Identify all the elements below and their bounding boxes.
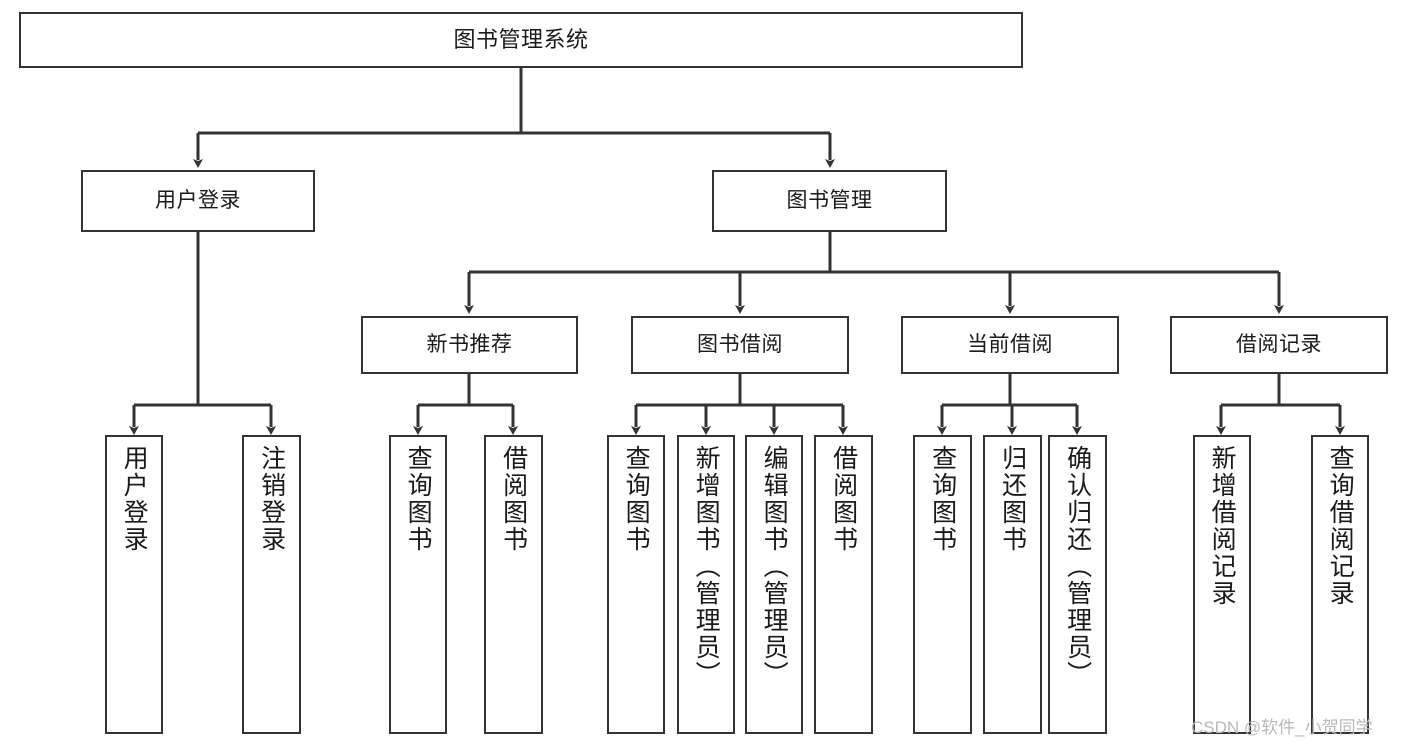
leaf-borrow-borrow-book[interactable]: 借阅图书 [814,435,873,734]
node-borrow-record[interactable]: 借阅记录 [1170,316,1388,374]
node-label: 查询图书 [928,445,957,553]
leaf-current-return-book[interactable]: 归还图书 [983,435,1042,734]
node-current-borrow[interactable]: 当前借阅 [901,316,1119,374]
leaf-user-login-login[interactable]: 用户登录 [105,435,163,734]
node-label: 新增借阅记录 [1208,445,1237,607]
leaf-borrow-edit-book-admin[interactable]: 编辑图书（管理员） [745,435,803,734]
node-new-book-recommend[interactable]: 新书推荐 [361,316,578,374]
node-label: 用户登录 [120,445,149,553]
node-label: 查询图书 [404,445,433,553]
node-label: 注销登录 [257,445,286,553]
leaf-current-query-book[interactable]: 查询图书 [913,435,972,734]
node-label: 借阅图书 [829,445,858,553]
node-label: 用户登录 [155,188,241,212]
node-label: 新增图书（管理员） [692,445,721,688]
node-book-borrow[interactable]: 图书借阅 [631,316,849,374]
node-label: 借阅图书 [499,445,528,553]
watermark-text: CSDN @软件_小贺同学 [1191,718,1373,737]
leaf-user-login-logout[interactable]: 注销登录 [242,435,301,734]
leaf-recommend-query-book[interactable]: 查询图书 [389,435,447,734]
node-label: 图书借阅 [697,332,783,356]
node-label: 图书管理 [786,188,873,212]
node-book-management[interactable]: 图书管理 [712,170,947,232]
node-label: 查询图书 [622,445,651,553]
node-user-login[interactable]: 用户登录 [81,170,315,232]
leaf-record-query-record[interactable]: 查询借阅记录 [1311,435,1369,734]
node-label: 查询借阅记录 [1326,445,1355,607]
node-label: 编辑图书（管理员） [760,445,789,688]
node-label: 归还图书 [998,445,1027,553]
node-label: 借阅记录 [1236,332,1322,356]
leaf-recommend-borrow-book[interactable]: 借阅图书 [484,435,543,734]
leaf-current-confirm-return-admin[interactable]: 确认归还（管理员） [1048,435,1107,734]
leaf-borrow-query-book[interactable]: 查询图书 [607,435,665,734]
node-label: 当前借阅 [967,332,1053,356]
node-label: 新书推荐 [426,332,513,356]
leaf-borrow-add-book-admin[interactable]: 新增图书（管理员） [677,435,735,734]
node-label: 确认归还（管理员） [1063,445,1092,688]
node-label: 图书管理系统 [453,27,589,53]
node-root-system[interactable]: 图书管理系统 [19,12,1023,68]
leaf-record-add-record[interactable]: 新增借阅记录 [1193,435,1251,734]
